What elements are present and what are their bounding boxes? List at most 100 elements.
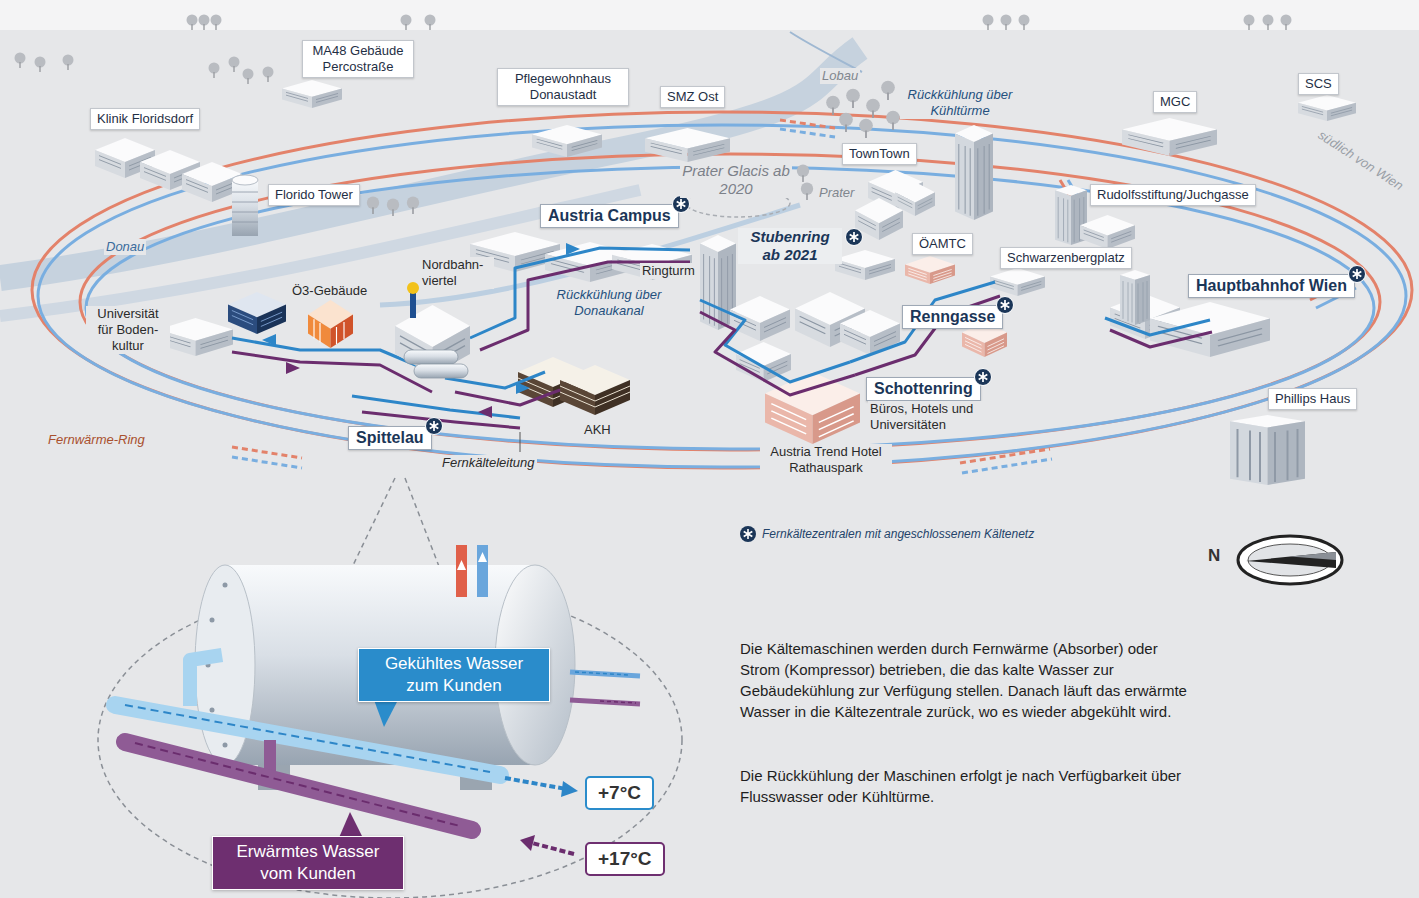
node-text: Hauptbahnhof Wien <box>1196 276 1347 296</box>
flow-arrow <box>516 382 530 394</box>
compass <box>1290 552 1336 560</box>
node-text: Erwärmtes Wasser vom Kunden <box>225 841 391 885</box>
asterisk-disc <box>672 196 689 213</box>
building <box>955 125 993 220</box>
chiller-machine <box>125 742 472 830</box>
note: Prater Glacis ab 2020 <box>680 162 792 198</box>
flow-arrow <box>286 362 300 374</box>
building-name: Ö3-Gebäude <box>290 283 369 299</box>
building <box>95 80 1356 485</box>
building <box>282 80 342 108</box>
building <box>835 250 895 280</box>
compass <box>1238 536 1342 584</box>
building <box>1120 270 1150 325</box>
asterisk-disc <box>1348 266 1365 283</box>
building <box>905 256 955 284</box>
akh-building <box>560 386 630 407</box>
building-label: Schwarzenbergplatz <box>1000 247 1132 269</box>
plant-asterisk-icon <box>996 296 1014 314</box>
node-text: Renngasse <box>910 307 995 327</box>
cooling-pipe <box>700 300 850 382</box>
legend-row: Fernkältezentralen mit angeschlossenem K… <box>762 526 1034 542</box>
tree <box>209 63 220 79</box>
spittelau-plant <box>414 364 468 378</box>
river-name: Donau <box>104 239 146 255</box>
tree <box>826 96 840 115</box>
node-text: Phillips Haus <box>1275 391 1350 407</box>
chiller-machine <box>456 545 467 597</box>
district-heating-ring <box>780 120 835 128</box>
place-name: Prater <box>817 185 856 201</box>
tree <box>983 15 994 31</box>
plant-label: Schottenring <box>866 377 981 401</box>
building-label: TownTown <box>842 143 917 165</box>
temperature-box: +17°C <box>585 842 665 876</box>
district-heating-ring <box>86 167 1374 449</box>
building <box>532 125 602 157</box>
tree <box>886 111 900 130</box>
node-text: Spittelau <box>356 428 424 448</box>
note: Rückkühlung über Kühltürme <box>900 87 1020 119</box>
tree <box>407 197 419 214</box>
flow-arrow <box>478 406 492 418</box>
chiller-machine <box>135 743 460 826</box>
asterisk-spokes <box>1353 269 1362 279</box>
cooling-pipe <box>232 352 432 392</box>
ground <box>0 0 1419 30</box>
building-label: Phillips Haus <box>1268 388 1357 410</box>
building <box>1298 95 1356 121</box>
temperature-box: +7°C <box>585 776 654 810</box>
plant-label: Austria Campus <box>540 204 679 228</box>
tree <box>1244 15 1255 31</box>
building-name: Ringturm <box>640 263 697 279</box>
chiller-machine <box>190 655 222 706</box>
cooling-pipe <box>232 248 1212 452</box>
building-label: MGC <box>1153 91 1197 113</box>
cooling-pipe <box>520 432 521 452</box>
node-text: MGC <box>1160 94 1190 110</box>
plant-label: Stubenring ab 2021 <box>738 228 842 264</box>
akh-building <box>595 380 630 415</box>
tree <box>243 69 254 85</box>
node-text: SCS <box>1305 76 1332 92</box>
legend-asterisk-icon <box>744 529 753 539</box>
node-text: Florido Tower <box>275 187 353 203</box>
note: Büros, Hotels und Universitäten <box>868 401 990 433</box>
building <box>765 372 860 444</box>
node-text: Schottenring <box>874 379 973 399</box>
tree <box>367 197 379 214</box>
description-text: Die Kältemaschinen werden durch Fernwärm… <box>738 638 1200 722</box>
flow-arrow <box>566 243 580 255</box>
tree <box>263 67 274 83</box>
akh-building <box>560 380 595 415</box>
callout-pointer <box>338 700 398 840</box>
cooling-pipe <box>850 282 995 362</box>
district-heating-ring <box>32 112 1412 468</box>
node-text: +17°C <box>598 848 652 870</box>
callout-box: Erwärmtes Wasser vom Kunden <box>212 836 404 890</box>
tree <box>211 15 222 31</box>
chiller-machine <box>575 672 628 675</box>
node-text: SMZ Ost <box>667 89 718 105</box>
chiller-machine <box>477 545 488 597</box>
chiller-machine <box>210 708 215 713</box>
tree <box>401 15 412 31</box>
district-heating-ring <box>80 154 1380 450</box>
place-name: Lobau <box>820 68 860 84</box>
building-label: MA48 Gebäude Percostraße <box>302 40 414 78</box>
chiller-machine <box>223 743 228 748</box>
district-heating-ring <box>32 112 1412 473</box>
building <box>228 292 286 334</box>
tree <box>187 15 198 31</box>
place-name: Nordbahn- viertel <box>420 257 494 289</box>
tree <box>1281 15 1292 31</box>
akh-building <box>560 365 630 415</box>
chiller-machine <box>520 835 535 851</box>
asterisk-disc <box>997 297 1014 314</box>
tree <box>1019 15 1030 31</box>
node-text: Rudolfsstiftung/Juchgasse <box>1097 187 1249 203</box>
